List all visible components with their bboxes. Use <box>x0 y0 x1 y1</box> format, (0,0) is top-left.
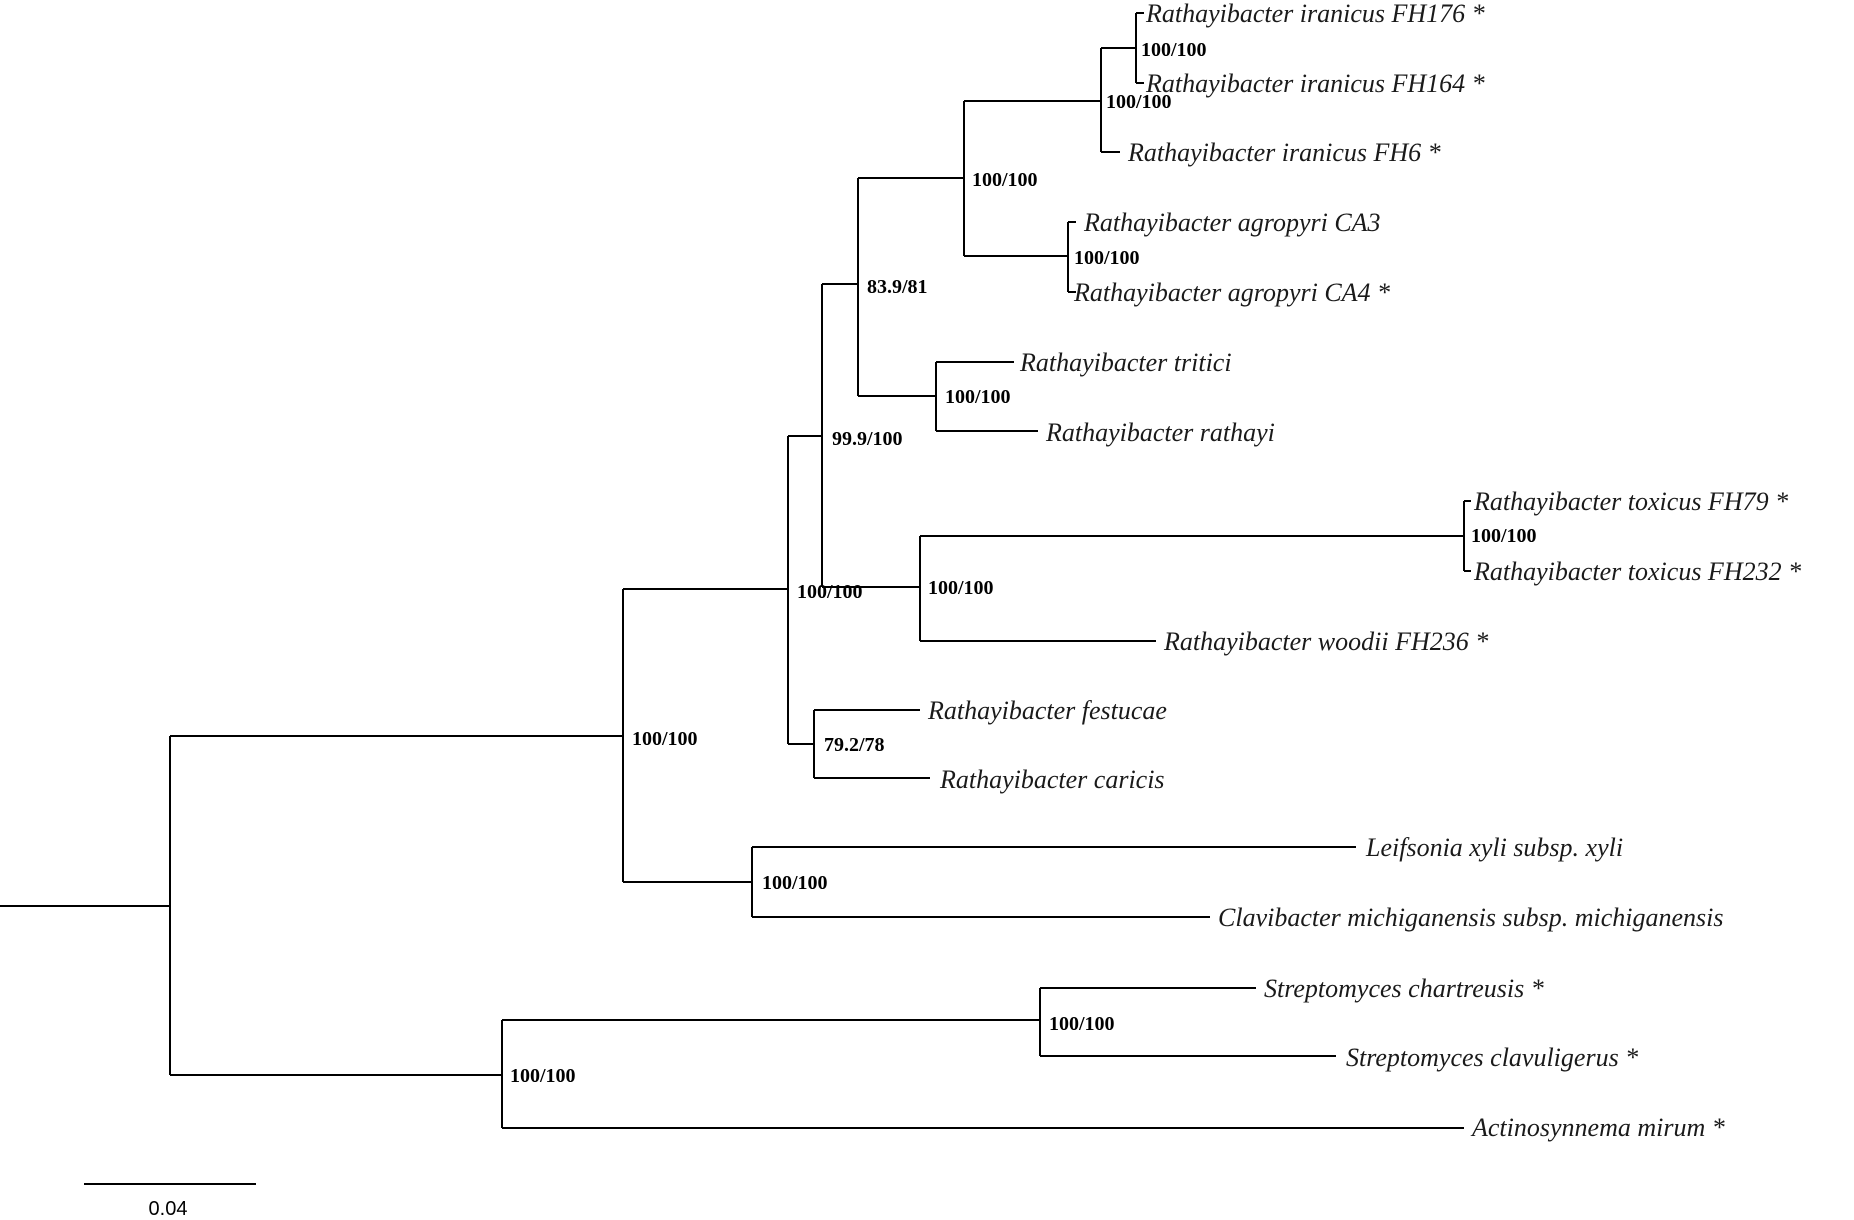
taxon-label: Actinosynnema mirum * <box>1470 1113 1725 1142</box>
taxon-label: Rathayibacter toxicus FH79 * <box>1473 487 1788 516</box>
support-values: 100/100 100/100 100/100 100/100 83.9/81 … <box>510 39 1537 1087</box>
taxon-label: Streptomyces clavuligerus * <box>1346 1043 1638 1072</box>
support-value: 100/100 <box>1141 39 1207 61</box>
support-value: 100/100 <box>972 169 1038 191</box>
taxon-label: Rathayibacter toxicus FH232 * <box>1473 557 1801 586</box>
taxon-label: Rathayibacter tritici <box>1019 348 1232 377</box>
taxon-label: Rathayibacter iranicus FH6 * <box>1127 138 1441 167</box>
taxon-label: Rathayibacter iranicus FH164 * <box>1145 69 1485 98</box>
tree-branches <box>0 12 1471 1129</box>
taxon-label: Rathayibacter festucae <box>927 696 1167 725</box>
support-value: 100/100 <box>1049 1013 1115 1035</box>
support-value: 100/100 <box>928 577 994 599</box>
support-value: 100/100 <box>1074 247 1140 269</box>
taxon-labels: Rathayibacter iranicus FH176 * Rathayiba… <box>927 0 1801 1142</box>
support-value: 100/100 <box>762 872 828 894</box>
support-value: 99.9/100 <box>832 428 903 450</box>
support-value: 100/100 <box>1471 525 1537 547</box>
support-value: 83.9/81 <box>867 276 928 298</box>
taxon-label: Rathayibacter woodii FH236 * <box>1163 627 1488 656</box>
taxon-label: Leifsonia xyli subsp. xyli <box>1365 833 1623 862</box>
support-value: 100/100 <box>632 728 698 750</box>
taxon-label: Rathayibacter rathayi <box>1045 418 1275 447</box>
support-value: 100/100 <box>797 581 863 603</box>
taxon-label: Rathayibacter caricis <box>939 765 1165 794</box>
taxon-label: Streptomyces chartreusis * <box>1264 974 1544 1003</box>
scale-bar-label: 0.04 <box>149 1198 188 1220</box>
support-value: 100/100 <box>945 386 1011 408</box>
support-value: 100/100 <box>1106 91 1172 113</box>
taxon-label: Rathayibacter iranicus FH176 * <box>1145 0 1485 28</box>
scale-bar: 0.04 <box>84 1183 256 1220</box>
support-value: 79.2/78 <box>824 734 885 756</box>
taxon-label: Rathayibacter agropyri CA3 <box>1083 208 1381 237</box>
taxon-label: Rathayibacter agropyri CA4 * <box>1073 278 1390 307</box>
support-value: 100/100 <box>510 1065 576 1087</box>
taxon-label: Clavibacter michiganensis subsp. michiga… <box>1218 903 1724 932</box>
